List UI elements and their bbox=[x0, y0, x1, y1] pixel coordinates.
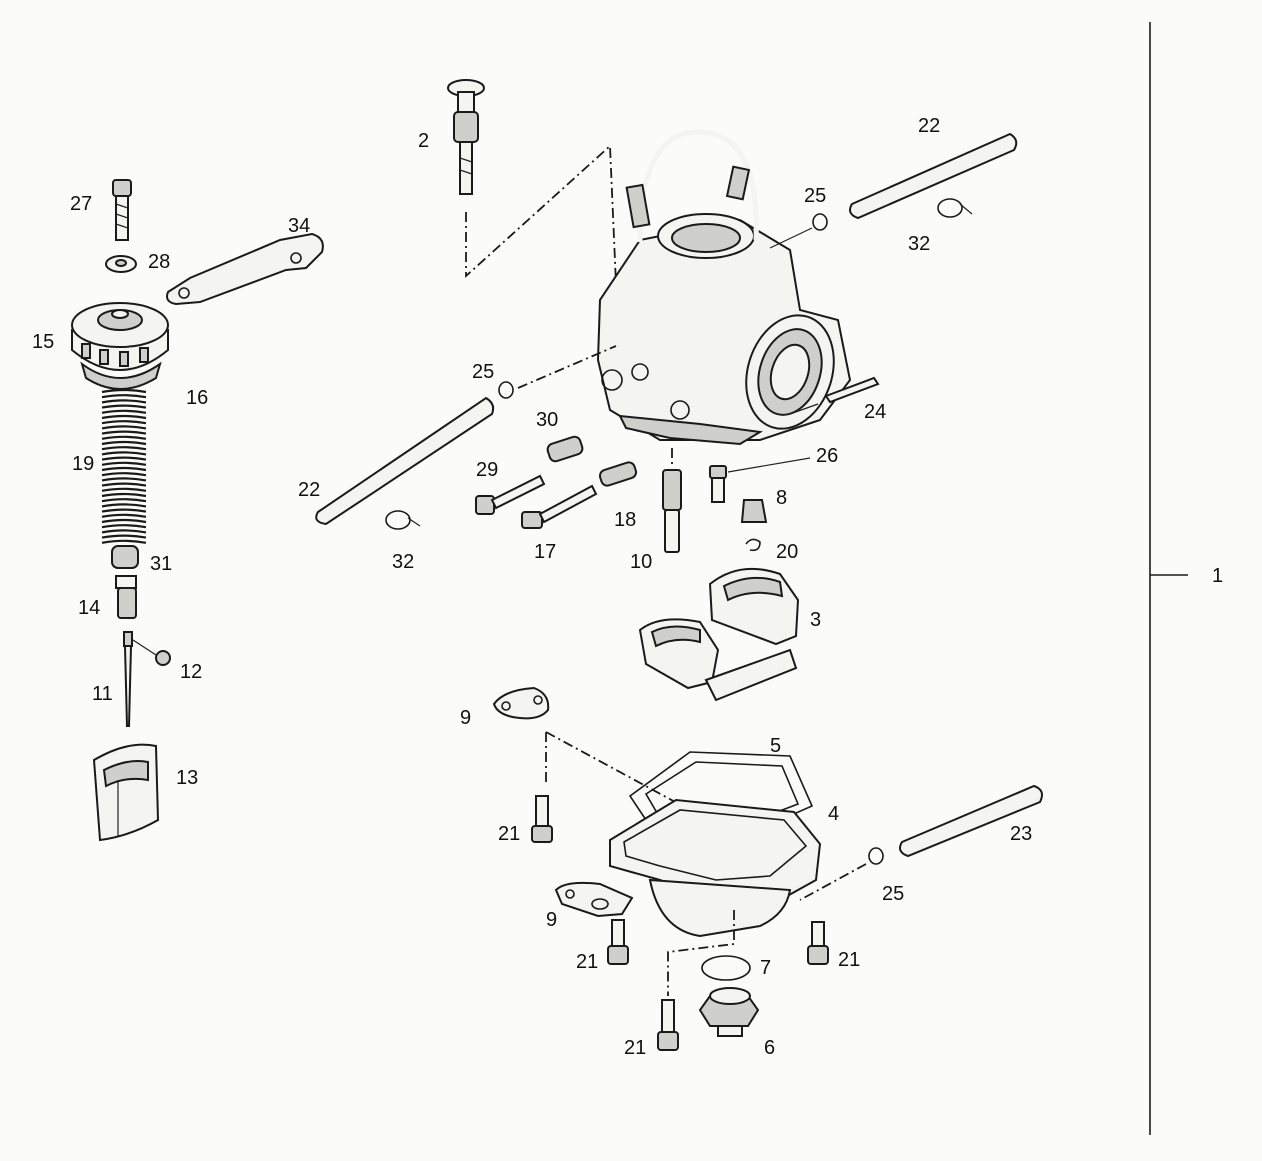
label-7: 7 bbox=[760, 957, 771, 979]
label-16: 16 bbox=[186, 387, 208, 409]
label-15: 15 bbox=[32, 331, 54, 353]
hose-23 bbox=[899, 784, 1043, 858]
spring-30 bbox=[546, 435, 584, 463]
holder-14 bbox=[115, 575, 137, 619]
label-11: 11 bbox=[92, 683, 113, 705]
label-27: 27 bbox=[70, 193, 92, 215]
label-26: 26 bbox=[816, 445, 838, 467]
label-14: 14 bbox=[78, 597, 100, 619]
screw-21-c bbox=[807, 921, 829, 965]
cable-adjuster-2 bbox=[447, 79, 485, 195]
screw-17 bbox=[521, 484, 598, 529]
label-22-left: 22 bbox=[298, 479, 320, 501]
float-3 bbox=[638, 567, 800, 702]
label-6: 6 bbox=[764, 1037, 775, 1059]
spring-19 bbox=[101, 388, 147, 544]
label-19: 19 bbox=[72, 453, 94, 475]
gasket-9-top bbox=[492, 686, 550, 720]
part-labels: 1 2 3 4 5 6 7 8 9 9 10 11 12 13 14 15 16… bbox=[32, 115, 1223, 1059]
label-2: 2 bbox=[418, 130, 429, 152]
label-32-top: 32 bbox=[908, 233, 930, 255]
screw-29 bbox=[475, 474, 546, 515]
screw-21-b bbox=[607, 919, 629, 965]
guide-line-2 bbox=[465, 144, 619, 331]
label-25-bowl: 25 bbox=[882, 883, 904, 905]
label-23: 23 bbox=[1010, 823, 1032, 845]
jet-holder-10 bbox=[662, 448, 682, 553]
slide-13 bbox=[92, 743, 160, 842]
screw-21-a bbox=[531, 795, 553, 843]
label-29: 29 bbox=[476, 459, 498, 481]
clip-31 bbox=[111, 545, 139, 569]
label-17: 17 bbox=[534, 541, 556, 563]
label-18: 18 bbox=[614, 509, 636, 531]
clip-25-top bbox=[769, 213, 828, 249]
jet-26 bbox=[709, 457, 811, 503]
label-25-top: 25 bbox=[804, 185, 826, 207]
label-28: 28 bbox=[148, 251, 170, 273]
label-32-left: 32 bbox=[392, 551, 414, 573]
label-20: 20 bbox=[776, 541, 798, 563]
label-21-d: 21 bbox=[624, 1037, 646, 1059]
spring-18 bbox=[598, 461, 638, 487]
screw-27 bbox=[112, 179, 132, 241]
guide-line-6 bbox=[667, 910, 735, 996]
clamp-32-top bbox=[937, 198, 973, 218]
label-12: 12 bbox=[180, 661, 202, 683]
float-bowl-4 bbox=[609, 798, 822, 938]
label-21-a: 21 bbox=[498, 823, 520, 845]
washer-28 bbox=[105, 255, 137, 273]
screw-21-d bbox=[657, 999, 679, 1051]
assembly-bracket bbox=[1149, 22, 1188, 1135]
label-25-mid: 25 bbox=[472, 361, 494, 383]
label-8: 8 bbox=[776, 487, 787, 509]
carburetor-body bbox=[596, 129, 852, 446]
label-34: 34 bbox=[288, 215, 310, 237]
label-24: 24 bbox=[864, 401, 886, 423]
pin-24 bbox=[789, 376, 880, 415]
label-22-top: 22 bbox=[918, 115, 940, 137]
cap-15 bbox=[71, 302, 169, 371]
seal-16 bbox=[80, 361, 162, 390]
label-21-b: 21 bbox=[576, 951, 598, 973]
label-5: 5 bbox=[770, 735, 781, 757]
needle-valve-8 bbox=[740, 499, 768, 523]
label-10: 10 bbox=[630, 551, 652, 573]
label-4: 4 bbox=[828, 803, 839, 825]
hose-22-left bbox=[315, 396, 495, 526]
label-9-top: 9 bbox=[460, 707, 471, 729]
o-ring-7 bbox=[701, 955, 751, 981]
label-30: 30 bbox=[536, 409, 558, 431]
label-9-bottom: 9 bbox=[546, 909, 557, 931]
clip-25-mid bbox=[498, 345, 617, 399]
spring-19-coils bbox=[101, 388, 147, 544]
label-1: 1 bbox=[1212, 565, 1223, 587]
clip-20 bbox=[745, 538, 761, 552]
needle-11 bbox=[123, 631, 133, 727]
gasket-9-bottom bbox=[554, 881, 634, 918]
clip-12 bbox=[132, 639, 171, 666]
hose-22-top bbox=[849, 132, 1018, 220]
label-21-c: 21 bbox=[838, 949, 860, 971]
clamp-32-left bbox=[385, 510, 421, 530]
drain-plug-6 bbox=[698, 987, 760, 1037]
label-3: 3 bbox=[810, 609, 821, 631]
lever-plate-34 bbox=[166, 232, 324, 306]
clip-25-bowl bbox=[799, 847, 884, 901]
label-31: 31 bbox=[150, 553, 172, 575]
label-13: 13 bbox=[176, 767, 198, 789]
